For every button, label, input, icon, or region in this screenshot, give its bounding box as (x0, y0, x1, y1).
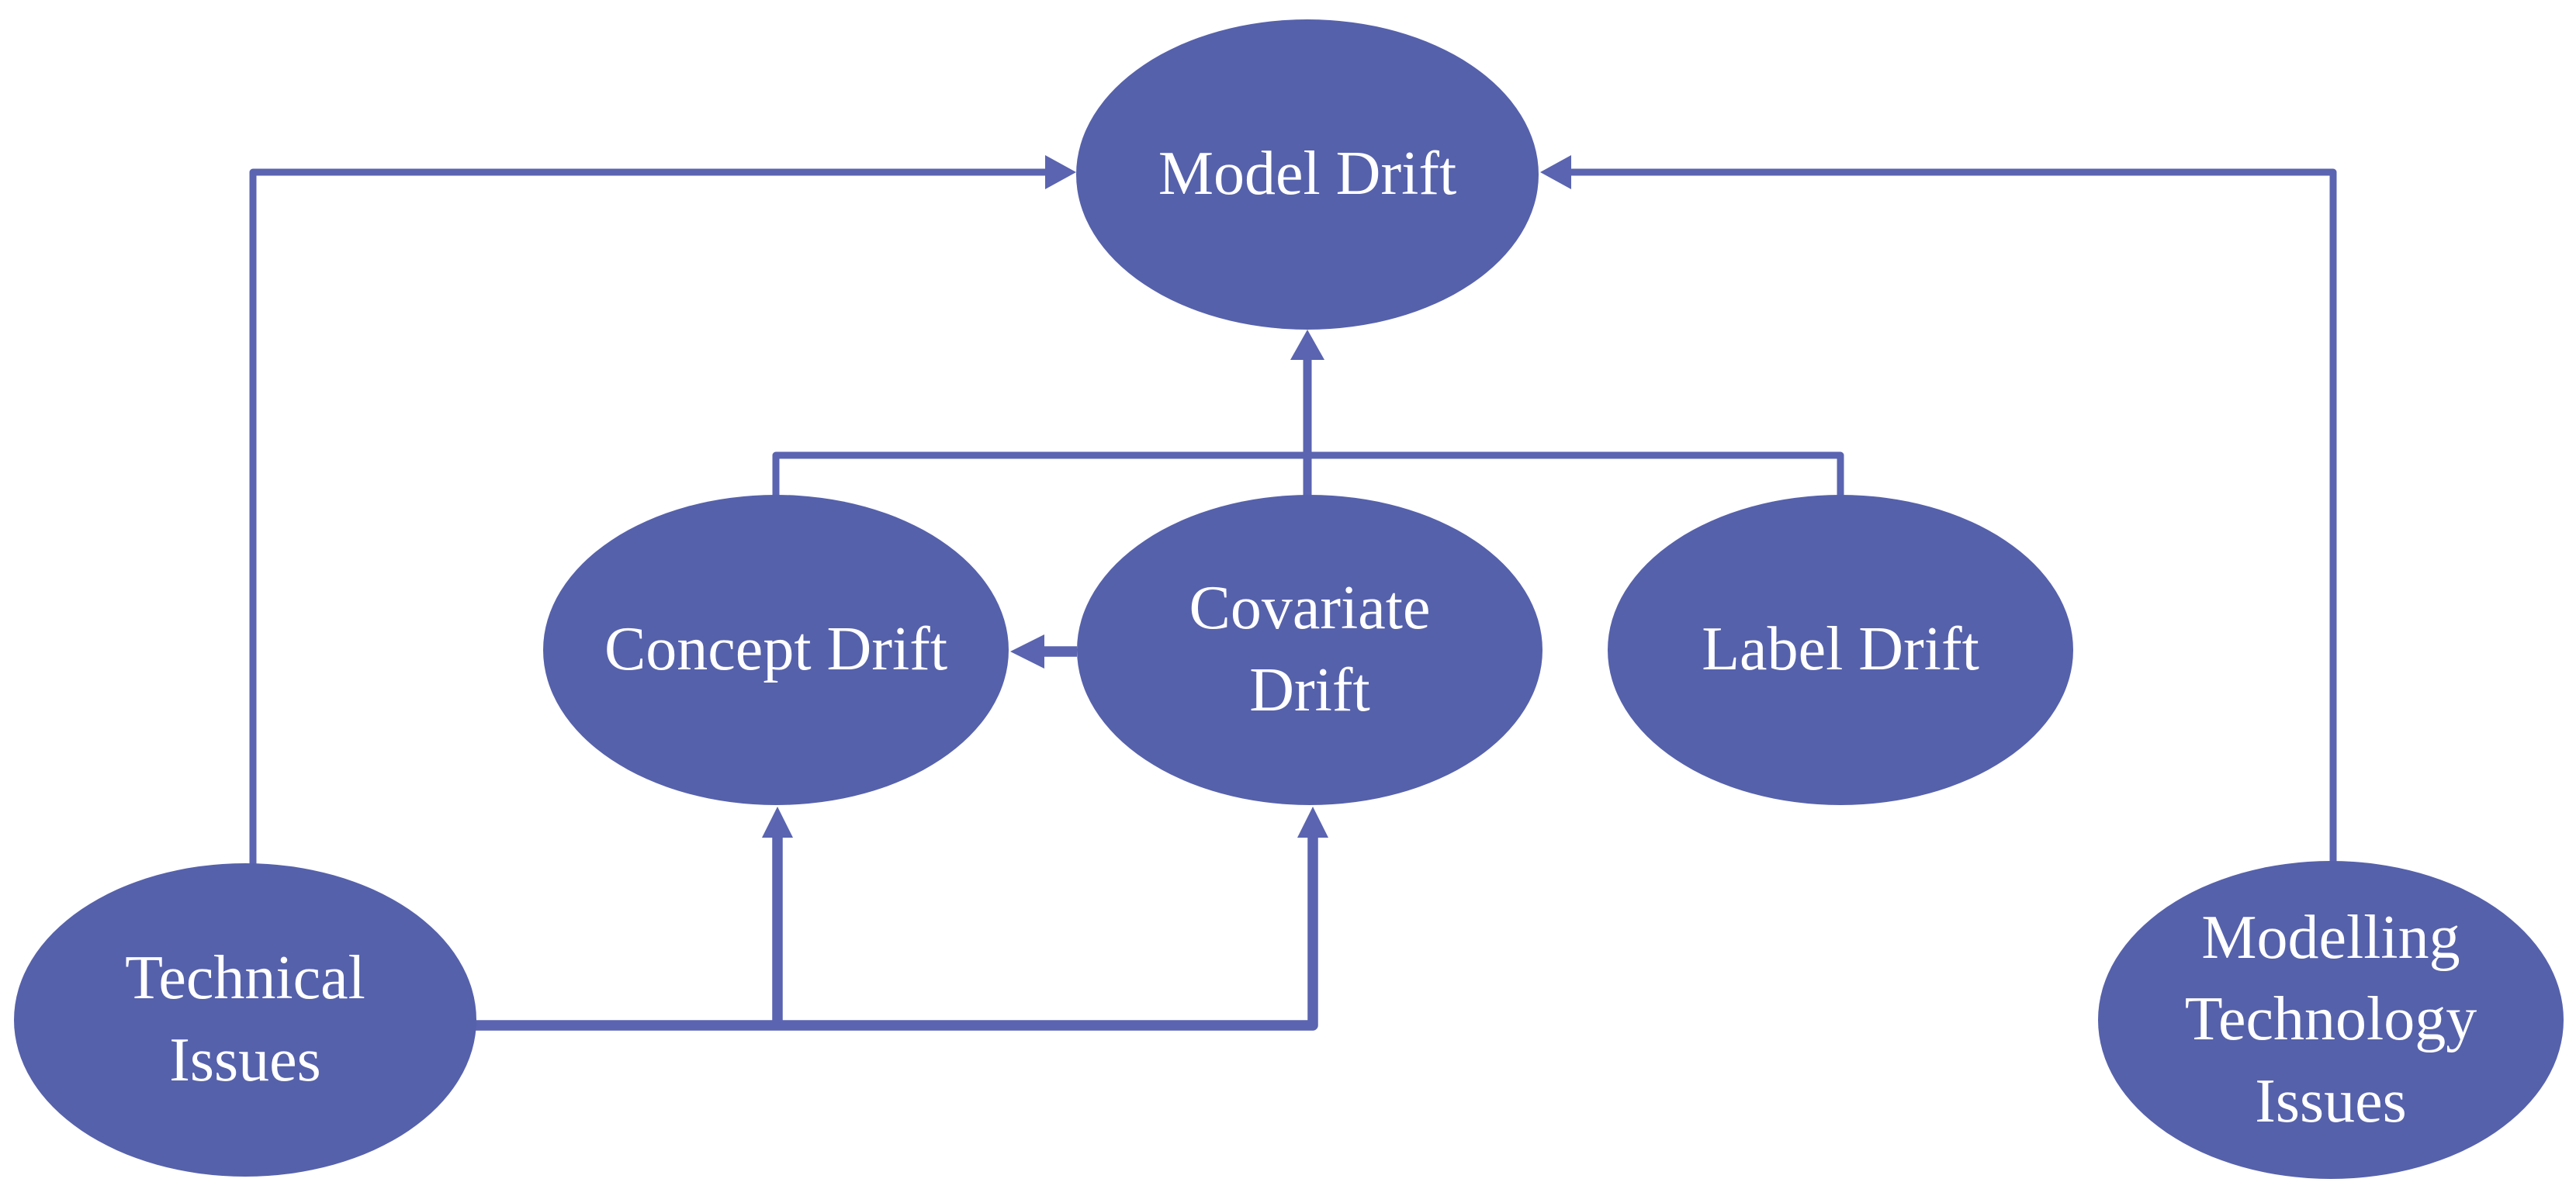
edge-modelling-technology-issues-to-model-drift-line (1571, 168, 2337, 862)
edge-technical-issues-to-model-drift-line (249, 168, 1045, 865)
edge-technical-issues-to-covariate-drift-line (475, 838, 1318, 1031)
node-model-drift: Model Drift (1076, 19, 1539, 330)
node-modelling-technology-issues: Modelling Technology Issues (2098, 861, 2564, 1179)
node-covariate-drift-label-line-2: Drift (1249, 656, 1370, 724)
node-technical-issues-label-line-1: Technical (125, 944, 365, 1013)
node-modelling-technology-issues-label-line-2: Technology (2184, 985, 2477, 1054)
edge-covariate-drift-to-model-drift-arrowhead (1290, 330, 1324, 360)
node-covariate-drift: Covariate Drift (1077, 495, 1542, 805)
node-covariate-drift-label-line-1: Covariate (1189, 574, 1431, 643)
node-technical-issues: Technical Issues (14, 863, 476, 1177)
node-label-drift: Label Drift (1608, 495, 2073, 805)
node-concept-drift: Concept Drift (543, 495, 1009, 805)
node-modelling-technology-issues-label-line-3: Issues (2255, 1066, 2407, 1136)
node-technical-issues-label-line-2: Issues (169, 1026, 321, 1094)
edge-technical-issues-to-model-drift-arrowhead (1045, 155, 1076, 189)
edge-technical-issues-to-concept-drift-arrowhead (762, 807, 793, 838)
node-label-drift-label: Label Drift (1702, 615, 1979, 684)
edge-technical-issues-to-covariate-drift-arrowhead (1297, 807, 1328, 838)
edge-covariate-drift-to-concept-drift-arrowhead (1010, 634, 1044, 669)
edge-modelling-technology-issues-to-model-drift-arrowhead (1540, 155, 1571, 189)
node-concept-drift-label: Concept Drift (604, 615, 948, 684)
node-modelling-technology-issues-label-line-1: Modelling (2201, 903, 2460, 972)
node-model-drift-label: Model Drift (1158, 140, 1457, 209)
